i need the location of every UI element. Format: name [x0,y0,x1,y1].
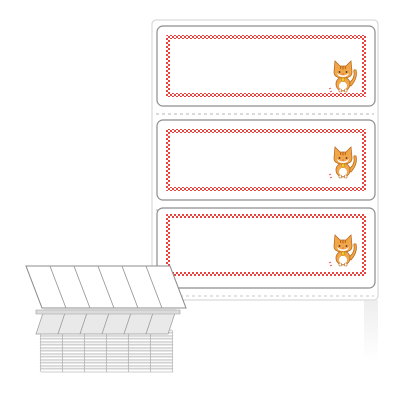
stack-layer-cell [39,338,64,343]
stack-layer-cell [39,344,64,349]
top-panel-outline [25,265,187,309]
stack-layer-cell [83,335,108,340]
stack-layer-cell [83,344,108,349]
stack-layer-cell [61,353,86,358]
sheet-reflection [364,300,378,360]
stack-layer-cell [149,341,174,346]
stack-layer-cell [149,344,174,349]
stack-layer-cell [105,341,130,346]
stack-layer-cell [105,365,130,370]
stack-layer-cell [39,350,64,355]
stack-layer-cell [39,368,64,373]
stack-layer-cell [61,344,86,349]
stack-layer-cell [105,347,130,352]
label-card [156,119,376,201]
stack-layer-cell [149,335,174,340]
stack-layer-cell [83,350,108,355]
stack-layer-cell [149,365,174,370]
stack-layer-cell [105,353,130,358]
label-card [156,25,376,107]
stack-layer-cell [127,353,152,358]
stack-layer-cell [39,341,64,346]
stack-layer-cell [149,368,174,373]
stack-layer-cell [83,356,108,361]
stack-layer-cell [39,362,64,367]
stack-layer-cell [105,362,130,367]
stack-layer-cell [127,335,152,340]
stack-layer-cell [83,359,108,364]
stack-layer-cell [61,347,86,352]
stack-layer-cell [39,359,64,364]
stack-layer-cell [61,365,86,370]
stack-layer-cell [149,347,174,352]
stack-layer-cell [149,338,174,343]
stack-layer-cell [61,359,86,364]
stack-layer-cell [127,347,152,352]
stack-layer-cell [149,350,174,355]
label-card [156,207,376,289]
stack-layer-cell [39,365,64,370]
stack-layer-cell [83,341,108,346]
stack-layer-cell [83,353,108,358]
stack-layer-cell [39,356,64,361]
stack-layer-cell [149,359,174,364]
stack-layer-cell [105,344,130,349]
stack-layer-cell [127,368,152,373]
stack-layer-cell [127,341,152,346]
stack-layer-cell [61,356,86,361]
fanfold-stack [25,265,187,373]
stack-layer-cell [61,341,86,346]
stack-layer-cell [127,350,152,355]
stack-layer-cell [83,362,108,367]
stack-edge [35,309,181,315]
stack-layer-cell [105,368,130,373]
stack-layer-cell [61,335,86,340]
stack-layer-cell [149,353,174,358]
stack-layer-cell [83,338,108,343]
stack-layer-cell [105,335,130,340]
stack-layer-cell [83,365,108,370]
stack-layer-cell [61,338,86,343]
stack-layer-cell [105,338,130,343]
stack-layer-cell [149,356,174,361]
stack-layer-cell [105,350,130,355]
stack-layer-cell [105,356,130,361]
stack-layer-cell [39,335,64,340]
stack-layer-cell [61,368,86,373]
stack-layer-cell [39,347,64,352]
stack-layer-cell [105,359,130,364]
stack-layer-cell [61,350,86,355]
stack-layer-cell [127,365,152,370]
stack-layer-cell [127,356,152,361]
stack-layer-cell [149,362,174,367]
stack-layer-cell [127,338,152,343]
stack-layer-cell [127,359,152,364]
stack-layer-cell [83,347,108,352]
stack-layer-cell [39,353,64,358]
stack-layer-cell [61,362,86,367]
stack-layer-cell [127,362,152,367]
stack-layer-cell [83,368,108,373]
stack-layer-cell [127,344,152,349]
